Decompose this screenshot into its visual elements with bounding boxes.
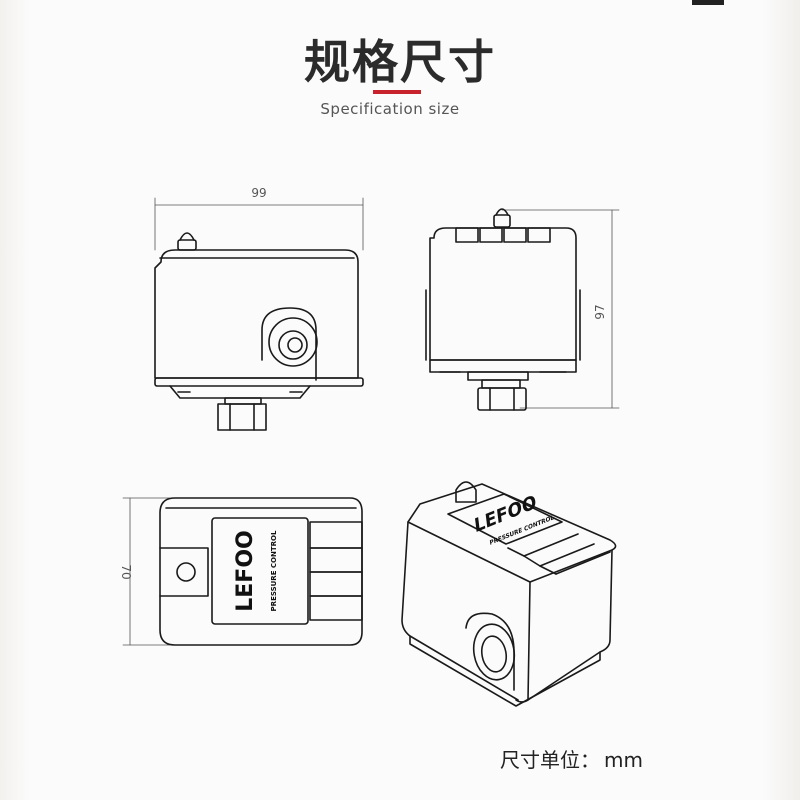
height-dimension-line (501, 209, 620, 409)
brand-tagline-top-view: PRESSURE CONTROL (270, 530, 278, 611)
unit-note: 尺寸单位：mm (500, 744, 643, 773)
top-view (122, 497, 363, 646)
title-accent-line (373, 90, 421, 94)
front-view (154, 197, 364, 431)
corner-bar (692, 0, 724, 5)
side-view (425, 208, 620, 411)
width-dimension-line (154, 197, 364, 251)
depth-dimension-line (122, 497, 171, 646)
depth-dimension-label: 70 (119, 564, 133, 579)
left-paper-edge (0, 0, 30, 800)
page-subtitle: Specification size (320, 100, 460, 118)
height-dimension-label: 97 (593, 304, 607, 319)
right-paper-edge (762, 0, 800, 800)
isometric-view (401, 481, 617, 707)
brand-logo-top-view: LEFOO (233, 530, 258, 611)
unit-label: 尺寸单位： (500, 748, 600, 772)
width-dimension-label: 99 (251, 186, 266, 200)
unit-value: mm (604, 748, 643, 772)
page-title: 规格尺寸 (304, 35, 496, 89)
